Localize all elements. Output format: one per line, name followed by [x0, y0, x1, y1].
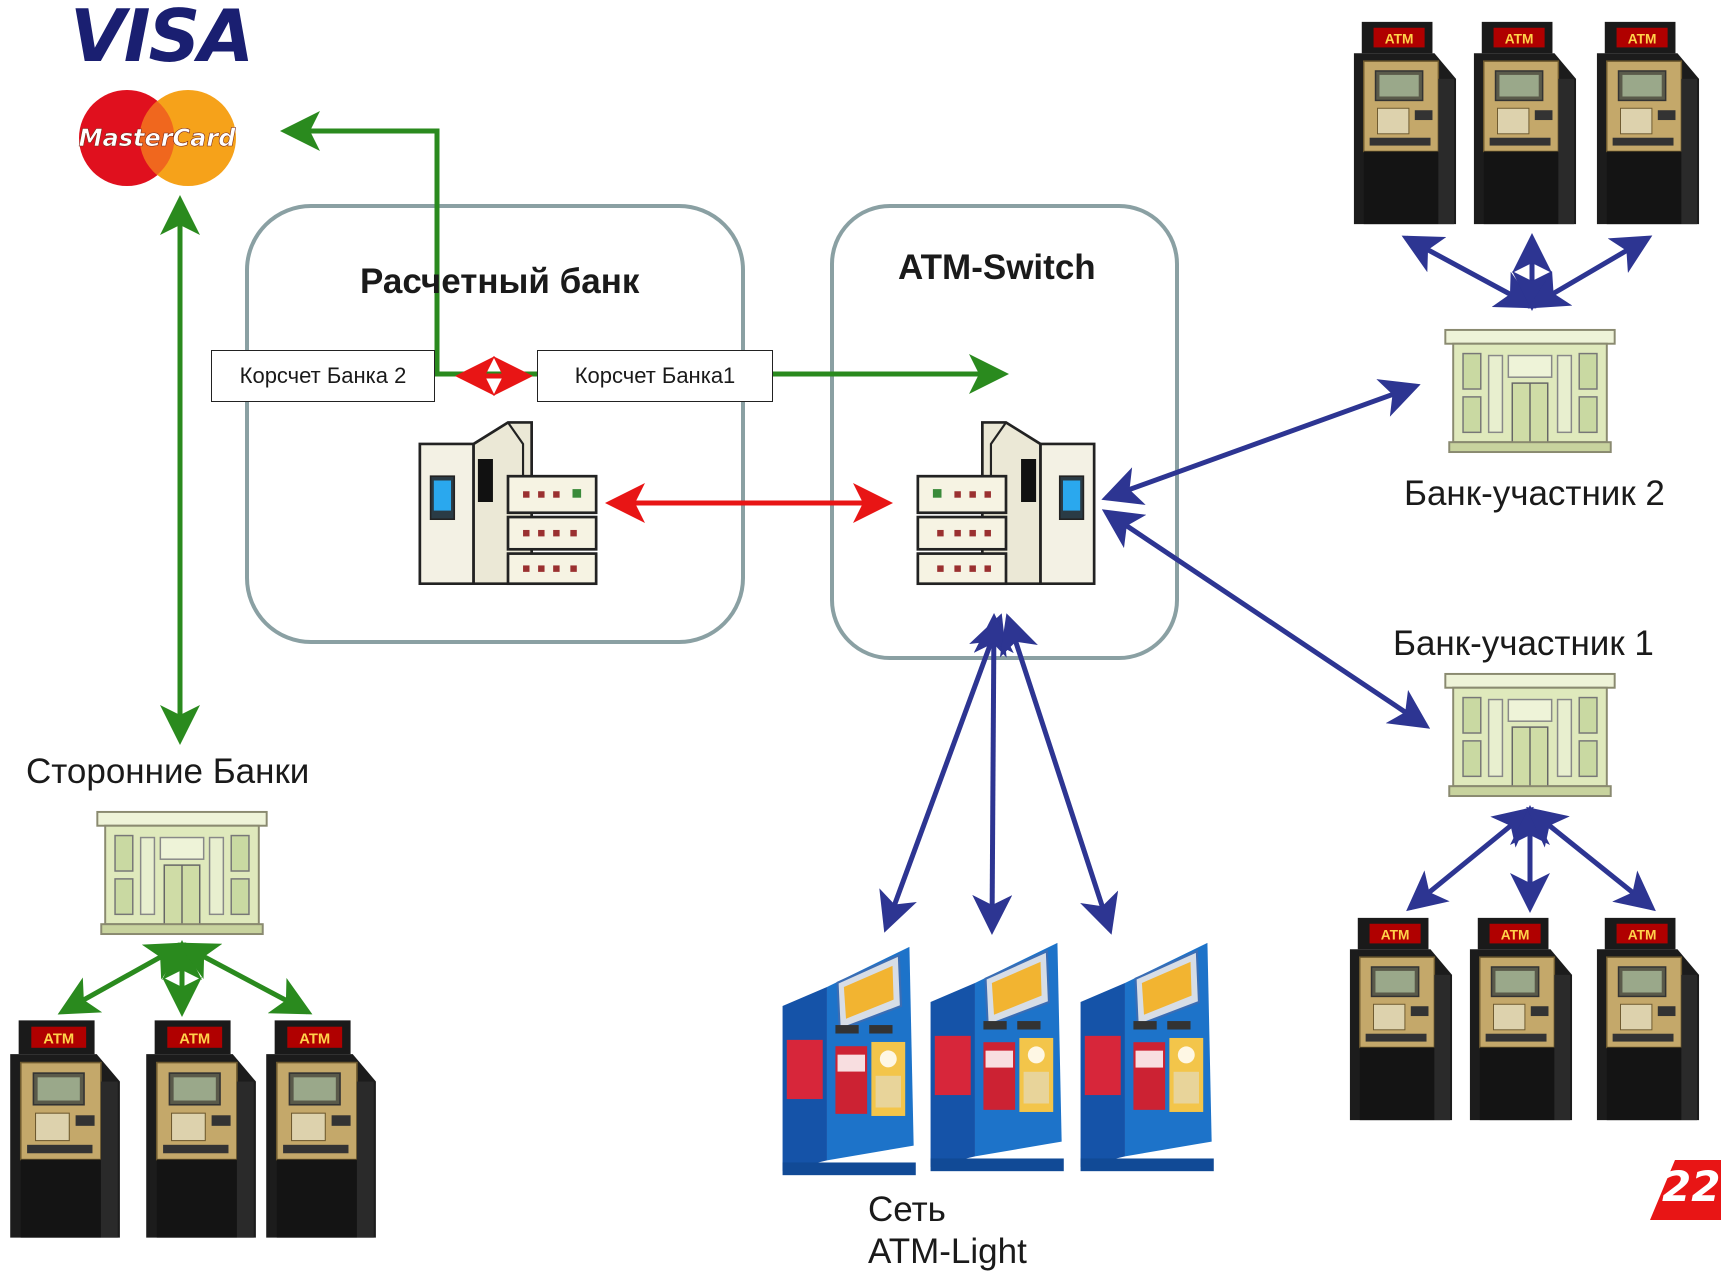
kiosk-1 [781, 945, 917, 1177]
atm-top-2 [1473, 21, 1577, 225]
slide-number-badge [1650, 1160, 1721, 1220]
blue-arrow-switch-kiosk3 [999, 613, 1119, 935]
member1-bank [1444, 672, 1616, 798]
third-party-label: Сторонние Банки [26, 752, 310, 791]
member2-label: Банк-участник 2 [1404, 474, 1665, 513]
green-arrow-third-party-atm1 [57, 942, 187, 1015]
visa-logo: VISA [70, 0, 254, 78]
mastercard-logo: MasterCard [78, 90, 237, 186]
atm-top-3 [1596, 21, 1700, 225]
atm-right-1 [1349, 917, 1453, 1121]
blue-arrow-member2-atm3 [1527, 235, 1653, 309]
blue-arrow-member2-atm1 [1401, 235, 1537, 309]
blue-arrow-switch-member2 [1101, 379, 1421, 505]
atm-left-1 [9, 1019, 121, 1239]
kiosk-3 [1079, 941, 1215, 1173]
green-arrow-third-party-atm3 [177, 942, 313, 1015]
atm-left-3 [265, 1019, 377, 1239]
atm-left-2 [145, 1019, 257, 1239]
atm-light-label-line2: ATM-Light [868, 1232, 1027, 1271]
third-party-bank [96, 810, 268, 936]
kiosk-2 [929, 941, 1065, 1173]
atm-top-1 [1353, 21, 1457, 225]
blue-arrow-member1-atm3 [1526, 806, 1656, 912]
mastercard-text: MasterCard [79, 124, 237, 152]
blue-arrow-switch-member1 [1101, 509, 1431, 729]
blue-arrow-switch-kiosk1 [879, 613, 1007, 933]
account-bank2: Корсчет Банка 2 [211, 350, 435, 402]
atm-right-3 [1596, 917, 1700, 1121]
red-arrows [455, 356, 893, 523]
slide-number: 22 [1662, 1162, 1721, 1211]
blue-arrows [879, 233, 1656, 935]
atm-right-2 [1469, 917, 1573, 1121]
settlement-bank-title: Расчетный банк [360, 262, 640, 301]
blue-arrow-switch-kiosk2 [972, 613, 1014, 935]
green-arrow-payment-system-route [280, 111, 1009, 394]
blue-arrow-member1-atm1 [1406, 806, 1534, 912]
member2-bank [1444, 328, 1616, 454]
member1-label: Банк-участник 1 [1393, 624, 1654, 663]
atm-light-label-line1: Сеть [868, 1190, 946, 1229]
account-bank1: Корсчет Банка1 [537, 350, 773, 402]
settlement-bank-server [418, 421, 598, 586]
atm-switch-server [916, 421, 1096, 586]
atm-switch-title: ATM-Switch [898, 248, 1096, 287]
